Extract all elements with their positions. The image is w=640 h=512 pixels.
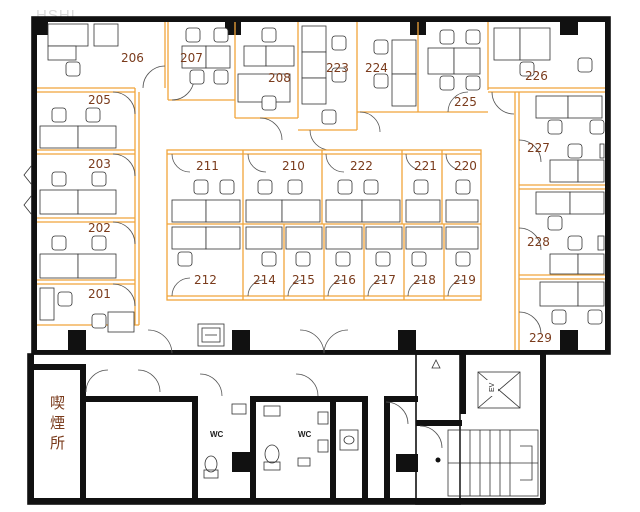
room-208-furniture [237, 27, 295, 111]
room-221-label: 221 [414, 159, 437, 173]
room-210-label: 210 [282, 159, 305, 173]
room-229-label: 229 [529, 331, 552, 345]
elevator-label: EV [489, 382, 496, 392]
service-area-walls [27, 353, 546, 505]
room-202-furniture [39, 235, 117, 279]
room-206-furniture [47, 23, 119, 77]
room-numbers: 206 207 208 223 224 225 226 205 203 202 … [88, 51, 552, 345]
room-203-label: 203 [88, 157, 111, 171]
smoking-char-1: 喫 [50, 394, 65, 412]
room-207-furniture [181, 27, 231, 85]
reception-box [197, 323, 225, 347]
room-205-furniture [39, 107, 117, 149]
room-220-label: 220 [454, 159, 477, 173]
service-area-doors [85, 369, 443, 449]
room-223-furniture [301, 25, 347, 125]
smoking-char-2: 煙 [50, 414, 65, 432]
center-island [166, 149, 482, 301]
room-219-label: 219 [453, 273, 476, 287]
room-227-furniture [535, 95, 605, 183]
room-225-furniture [427, 29, 481, 91]
room-214-label: 214 [253, 273, 276, 287]
room-203-furniture [39, 171, 117, 215]
room-216-label: 216 [333, 273, 356, 287]
room-223-label: 223 [326, 61, 349, 75]
center-furniture [171, 179, 479, 267]
room-205-label: 205 [88, 93, 111, 107]
room-201-furniture [39, 287, 135, 333]
room-217-label: 217 [373, 273, 396, 287]
room-212-label: 212 [194, 273, 217, 287]
room-229-furniture [539, 281, 605, 325]
room-228-furniture [535, 191, 605, 275]
room-228-label: 228 [527, 235, 550, 249]
room-224-label: 224 [365, 61, 388, 75]
room-215-label: 215 [292, 273, 315, 287]
room-225-label: 225 [454, 95, 477, 109]
stairs [435, 429, 539, 497]
room-227-label: 227 [527, 141, 550, 155]
room-218-label: 218 [413, 273, 436, 287]
room-202-label: 202 [88, 221, 111, 235]
room-222-label: 222 [350, 159, 373, 173]
main-hall-doors [147, 329, 441, 369]
room-226-label: 226 [525, 69, 548, 83]
wc-left-label: WC [210, 430, 224, 439]
room-206-label: 206 [121, 51, 144, 65]
room-226-furniture [493, 27, 593, 77]
top-rooms [167, 22, 605, 350]
smoking-area-label: 喫 煙 所 [50, 394, 65, 452]
elevator-shaft [477, 371, 521, 409]
wc-fixtures [203, 403, 359, 479]
wc-right-label: WC [298, 430, 312, 439]
outer-walls [23, 16, 611, 355]
room-207-label: 207 [180, 51, 203, 65]
room-224-furniture [373, 39, 417, 107]
smoking-char-3: 所 [50, 434, 65, 452]
room-211-label: 211 [196, 159, 219, 173]
room-208-label: 208 [268, 71, 291, 85]
room-201-label: 201 [88, 287, 111, 301]
